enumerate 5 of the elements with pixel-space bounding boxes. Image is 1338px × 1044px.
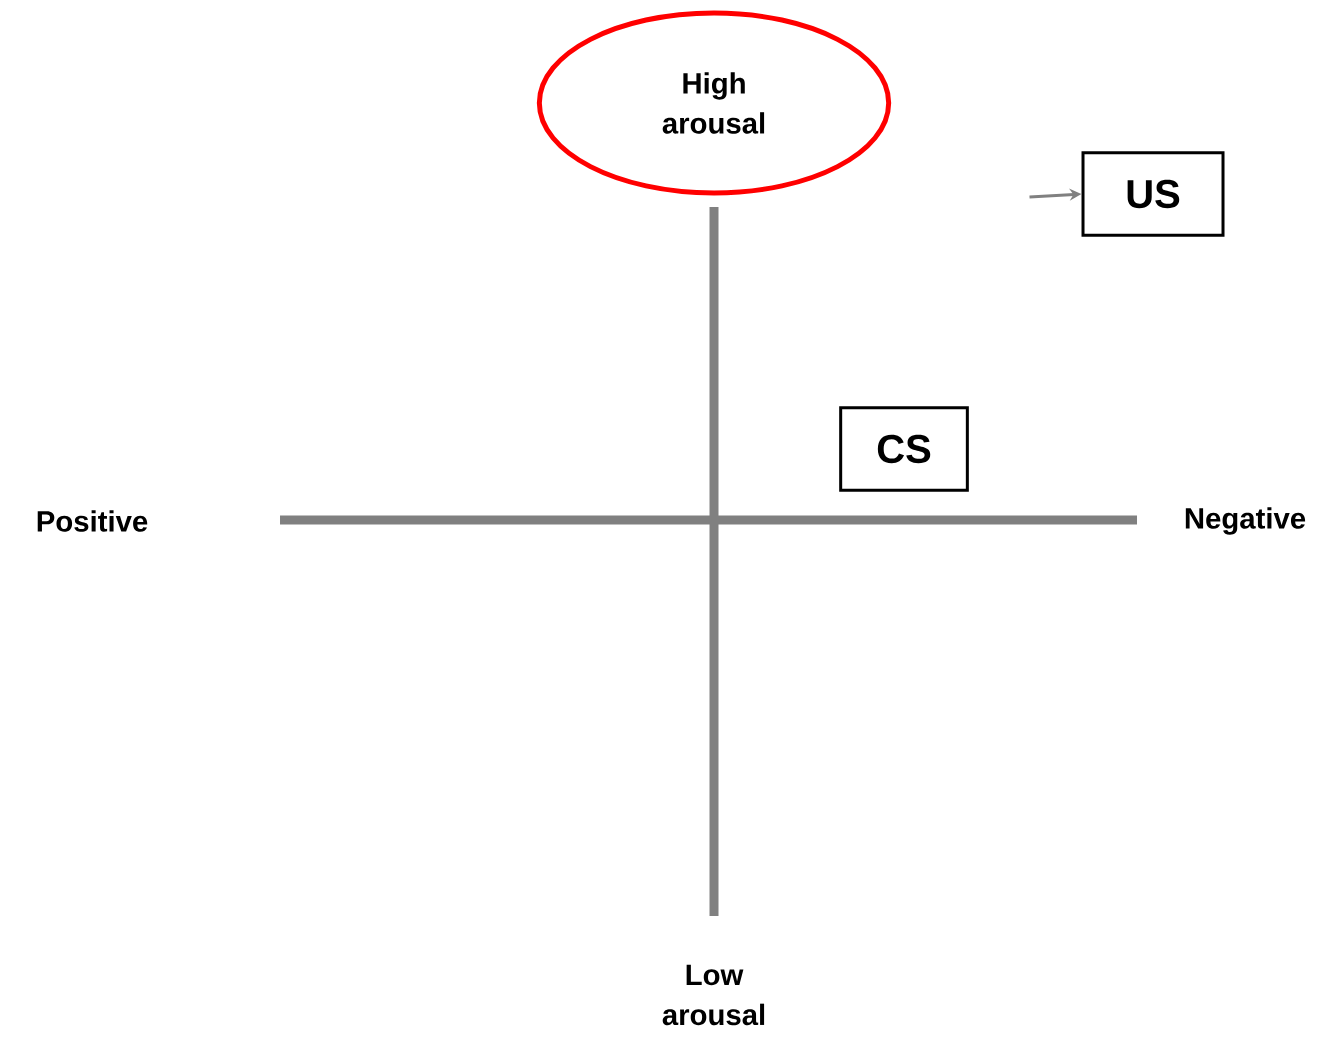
axis-label: Low arousal xyxy=(662,964,765,1026)
axis-label: Positive xyxy=(37,510,148,532)
label-box: US xyxy=(1081,151,1225,237)
axis-label: Negative xyxy=(1185,507,1306,535)
label-box: CS xyxy=(839,406,969,492)
